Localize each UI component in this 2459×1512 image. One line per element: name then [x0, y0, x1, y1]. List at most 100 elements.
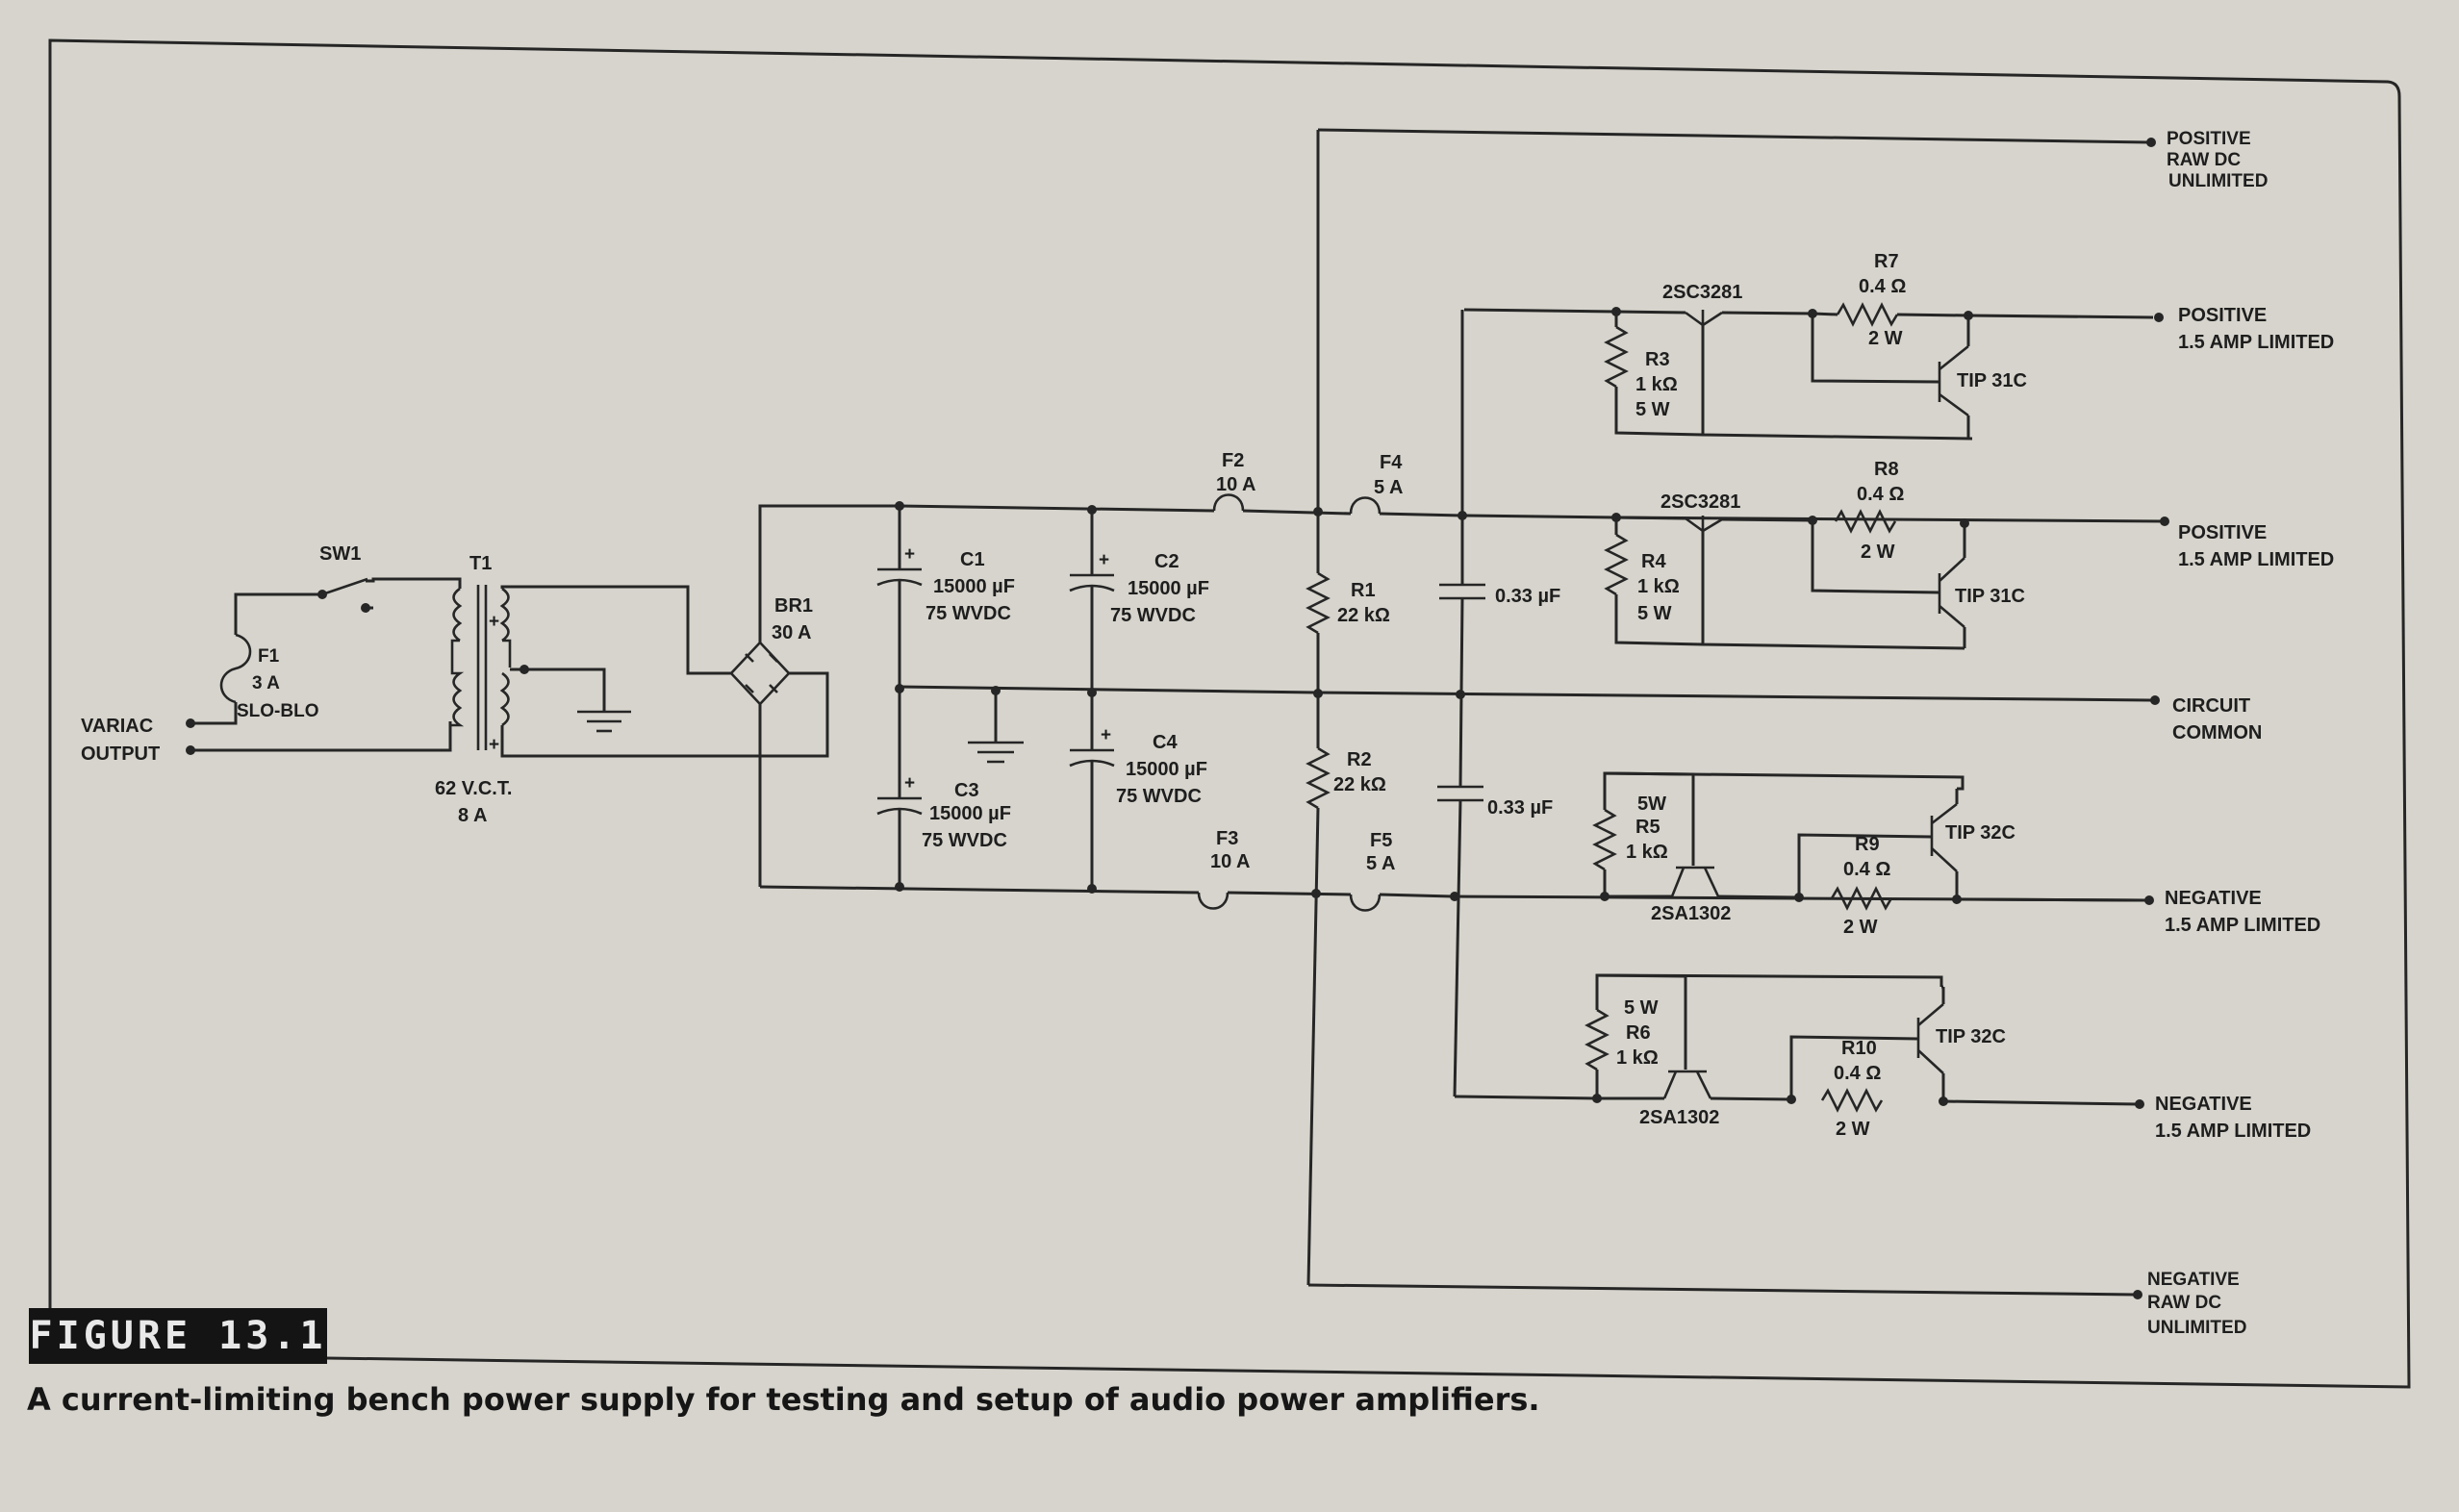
resistor-r9-name: R9 [1855, 834, 1880, 855]
input-label-line1: VARIAC [81, 716, 153, 737]
fuse-f3-rating: 10 A [1210, 851, 1251, 872]
output-common-line2: COMMON [2172, 722, 2262, 743]
output-pos-raw-line3: UNLIMITED [2168, 171, 2268, 191]
input-section: VARIAC OUTPUT F1 3 A SLO-BLO SW1 [81, 543, 462, 765]
resistor-r6-symbol [1584, 1008, 1610, 1071]
resistor-r10-value: 0.4 Ω [1834, 1063, 1881, 1084]
figure-border [48, 38, 2411, 1389]
positive-limiter-2: 2SC3281 R8 0.4 Ω 2 W TIP 31C R4 1 kΩ 5 W [1604, 459, 2025, 650]
capacitor-c4-voltage: 75 WVDC [1116, 786, 1202, 807]
resistor-r9-value: 0.4 Ω [1843, 859, 1890, 880]
capacitor-c4: + C4 15000 µF 75 WVDC [1069, 693, 1207, 891]
bridge-rectifier-br1: BR1 30 A [729, 504, 900, 887]
svg-text:+: + [904, 773, 915, 794]
resistor-r10-symbol [1820, 1088, 1884, 1113]
transistor-sense-neg1: TIP 32C [1945, 822, 2015, 844]
output-neg1-line2: 1.5 AMP LIMITED [2165, 915, 2320, 936]
resistor-r4-symbol [1604, 533, 1629, 596]
capacitor-decoupling-positive-value: 0.33 µF [1495, 586, 1560, 607]
bleeder-r1-symbol [1306, 571, 1331, 635]
resistor-r8-name: R8 [1874, 459, 1899, 480]
capacitor-decoupling-negative: 0.33 µF [1437, 785, 1553, 819]
resistor-r9-power: 2 W [1843, 917, 1878, 938]
bleeder-r2-symbol [1306, 746, 1331, 810]
output-neg-raw-line3: UNLIMITED [2147, 1318, 2246, 1338]
ground-symbol-common [968, 689, 1024, 764]
resistor-r3-symbol [1604, 325, 1629, 389]
capacitor-c3-value: 15000 µF [929, 803, 1011, 824]
transformer-t1: T1 + + 62 V.C.T. 8 A [435, 553, 512, 826]
resistor-r3-name: R3 [1645, 349, 1670, 370]
fuse-f5-symbol [1349, 894, 1382, 912]
fuse-f4-symbol [1349, 496, 1382, 515]
resistor-r8-symbol [1834, 509, 1897, 534]
transistor-sense-pos1: TIP 31C [1957, 370, 2027, 391]
positive-raw-rail [899, 504, 1215, 513]
ground-symbol-transformer [577, 710, 631, 733]
resistor-r3-value: 1 kΩ [1635, 374, 1678, 395]
resistor-r7-name: R7 [1874, 251, 1899, 272]
rail-junctions [895, 501, 1467, 901]
fuse-f5-name: F5 [1370, 830, 1392, 851]
bridge-name: BR1 [774, 595, 813, 617]
resistor-r4-power: 5 W [1637, 603, 1672, 624]
resistor-r7-symbol [1836, 302, 1899, 327]
bridge-rating: 30 A [772, 622, 812, 643]
resistor-r10-power: 2 W [1836, 1119, 1870, 1140]
resistor-r4-name: R4 [1641, 551, 1666, 572]
capacitor-c4-name: C4 [1153, 732, 1178, 753]
resistor-r10-name: R10 [1841, 1038, 1877, 1059]
output-neg2-line2: 1.5 AMP LIMITED [2155, 1121, 2311, 1142]
svg-text:+: + [1101, 725, 1111, 745]
bleeder-r2-name: R2 [1347, 749, 1372, 770]
fuse-f2-name: F2 [1222, 450, 1244, 471]
capacitor-c1-value: 15000 µF [933, 576, 1015, 597]
output-pos2-line2: 1.5 AMP LIMITED [2178, 549, 2334, 570]
resistor-r7-power: 2 W [1868, 328, 1903, 349]
resistor-r7-value: 0.4 Ω [1859, 276, 1906, 297]
fuse-f1-rating: 3 A [252, 673, 280, 693]
transistor-sense-neg2: TIP 32C [1936, 1026, 2006, 1047]
capacitor-c1: + C1 15000 µF 75 WVDC [876, 506, 1015, 689]
capacitor-c3-name: C3 [954, 780, 979, 801]
svg-text:+: + [1099, 550, 1109, 570]
output-pos1-line2: 1.5 AMP LIMITED [2178, 332, 2334, 353]
svg-text:+: + [489, 735, 499, 755]
resistor-r8-power: 2 W [1861, 542, 1895, 563]
fuse-f1-symbol [219, 633, 252, 704]
fuse-f3-name: F3 [1216, 828, 1238, 849]
output-pos-raw-line1: POSITIVE [2167, 129, 2251, 149]
transistor-driver-neg2: 2SA1302 [1639, 1107, 1719, 1128]
negative-limiter-2: 2SA1302 R10 0.4 Ω 2 W TIP 32C 5 W R6 1 k… [1454, 973, 2006, 1140]
bleeder-r1-value: 22 kΩ [1337, 605, 1390, 626]
resistor-r9-symbol [1830, 886, 1893, 911]
switch-sw1-blade [321, 577, 368, 596]
resistor-r6-value: 1 kΩ [1616, 1047, 1659, 1069]
figure-caption: A current-limiting bench power supply fo… [27, 1381, 1540, 1418]
resistor-r4-value: 1 kΩ [1637, 576, 1680, 597]
fuse-f3-symbol [1197, 892, 1230, 910]
fuse-f5-rating: 5 A [1366, 853, 1395, 874]
positive-limiter-1: 2SC3281 R7 0.4 Ω 2 W TIP 31C R3 1 kΩ 5 W [1463, 251, 2027, 441]
capacitor-c3: + C3 15000 µF 75 WVDC [876, 689, 1011, 887]
resistor-r3-power: 5 W [1635, 399, 1670, 420]
output-neg-raw-line2: RAW DC [2147, 1293, 2221, 1313]
transistor-sense-pos2: TIP 31C [1955, 586, 2025, 607]
resistor-r5-symbol [1592, 808, 1617, 871]
output-pos2-line1: POSITIVE [2178, 522, 2267, 543]
output-pos1-line1: POSITIVE [2178, 305, 2267, 326]
transformer-name: T1 [469, 553, 492, 574]
output-pos-raw-line2: RAW DC [2167, 150, 2241, 170]
capacitor-c2-name: C2 [1154, 551, 1179, 572]
fuse-f1-type: SLO-BLO [237, 701, 319, 721]
output-neg1-line1: NEGATIVE [2165, 888, 2262, 909]
fuse-f2-rating: 10 A [1216, 474, 1256, 495]
capacitor-decoupling-negative-value: 0.33 µF [1487, 797, 1553, 819]
fuse-f4-name: F4 [1380, 452, 1403, 473]
resistor-r6-power: 5 W [1624, 997, 1659, 1019]
capacitor-c4-value: 15000 µF [1126, 759, 1207, 780]
switch-sw1-name: SW1 [319, 543, 361, 565]
output-neg-raw-line1: NEGATIVE [2147, 1270, 2240, 1290]
resistor-r5-name: R5 [1635, 817, 1660, 838]
